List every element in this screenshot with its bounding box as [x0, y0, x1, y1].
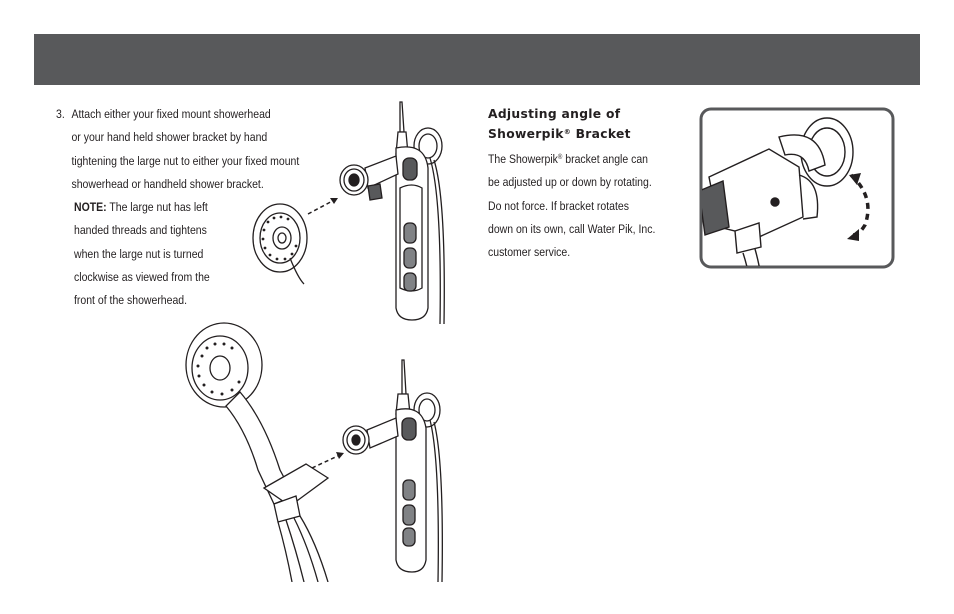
note-label: NOTE: — [74, 200, 107, 214]
adjusting-body: The Showerpik® bracket angle can be adju… — [488, 146, 655, 264]
body-line-1: The Showerpik® bracket angle can — [488, 152, 649, 166]
body-line-3: Do not force. If bracket rotates — [488, 198, 629, 213]
step-line-4: showerhead or handheld shower bracket. — [71, 176, 264, 191]
step-line-1: 3.Attach either your fixed mount showerh… — [56, 103, 305, 126]
body-line-2: be adjusted up or down by rotating. — [488, 175, 652, 190]
step-3-text: 3.Attach either your fixed mount showerh… — [56, 103, 305, 196]
step-number: 3. — [56, 107, 65, 121]
note-line-5: front of the showerhead. — [74, 293, 188, 308]
handheld-shower-illustration — [185, 322, 443, 582]
note-line-2: handed threads and tightens — [74, 223, 207, 238]
note-line-4: clockwise as viewed from the — [74, 269, 210, 284]
note-text: NOTE: The large nut has left handed thre… — [74, 196, 246, 312]
body-line-5: customer service. — [488, 245, 571, 260]
rotate-arrow-icon — [847, 173, 870, 241]
step-line-3: tightening the large nut to either your … — [71, 153, 300, 168]
adjusting-heading: Adjusting angle of Showerpik® Bracket — [488, 106, 631, 143]
note-line-3: when the large nut is turned — [74, 246, 204, 261]
bracket-rotation-closeup — [699, 107, 895, 269]
note-line-1: NOTE: The large nut has left — [74, 200, 208, 214]
step-line-2: or your hand held shower bracket by hand — [71, 130, 268, 145]
header-bar — [34, 34, 920, 85]
fixed-showerhead-illustration — [252, 101, 445, 324]
heading-line-2: Showerpik® Bracket — [488, 126, 631, 141]
heading-line-1: Adjusting angle of — [488, 107, 621, 121]
body-line-4: down on its own, call Water Pik, Inc. — [488, 221, 656, 236]
